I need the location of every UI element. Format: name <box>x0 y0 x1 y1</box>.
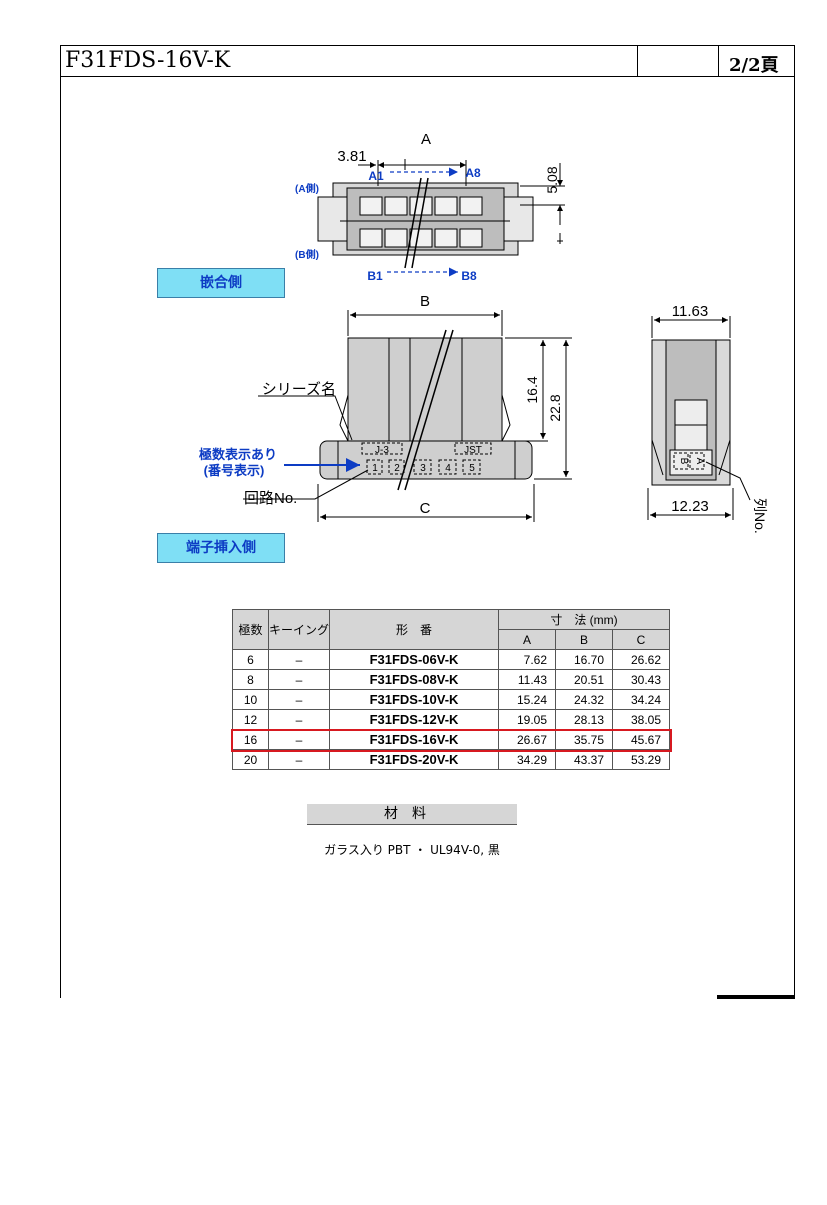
col-model: 形 番 <box>329 609 499 650</box>
circuit-number: 3 <box>420 463 426 474</box>
cell-keying: – <box>268 749 330 770</box>
col-b: B <box>555 629 613 650</box>
cell-poles: 20 <box>232 749 269 770</box>
cell-b: 28.13 <box>555 709 613 730</box>
cell-model: F31FDS-20V-K <box>329 749 499 770</box>
dim-22-8-label: 22.8 <box>547 394 563 421</box>
cell-keying: – <box>268 649 330 670</box>
cell-b: 43.37 <box>555 749 613 770</box>
circuit-number: 4 <box>445 463 451 474</box>
dim-16-4-label: 16.4 <box>524 376 540 403</box>
col-a: A <box>498 629 556 650</box>
cell-b: 20.51 <box>555 669 613 690</box>
cell-c: 45.67 <box>612 729 670 750</box>
pole-display-label: 極数表示あり <box>198 447 277 462</box>
cell-c: 53.29 <box>612 749 670 770</box>
pin-b8-label: B8 <box>461 269 477 283</box>
side-a-label: (A側) <box>295 182 319 195</box>
number-display-label: (番号表示) <box>204 463 265 478</box>
cell-model: F31FDS-12V-K <box>329 709 499 730</box>
material-spec: ガラス入り PBT ・ UL94V-0, 黒 <box>324 843 500 857</box>
row-b-marking: B <box>678 458 689 465</box>
dim-11-63-label: 11.63 <box>672 303 708 320</box>
cell-c: 34.24 <box>612 689 670 710</box>
jst-marking: JST <box>464 445 482 456</box>
cell-c: 38.05 <box>612 709 670 730</box>
cell-poles: 6 <box>232 649 269 670</box>
cell-a: 7.62 <box>498 649 556 670</box>
circuit-no-label: 回路No. <box>244 490 297 507</box>
cell-keying: – <box>268 689 330 710</box>
cell-model: F31FDS-08V-K <box>329 669 499 690</box>
cell-b: 24.32 <box>555 689 613 710</box>
circuit-number: 5 <box>469 463 475 474</box>
col-poles: 極数 <box>232 609 269 650</box>
material-heading: 材料 <box>307 804 517 825</box>
pin-row-arrows <box>387 167 458 277</box>
row-no-label: 列No. <box>752 498 768 534</box>
row-a-marking: A <box>694 458 705 465</box>
cell-poles: 10 <box>232 689 269 710</box>
selected-row-highlight <box>231 729 672 752</box>
page-number: 2/2頁 <box>729 55 779 76</box>
cell-b: 16.70 <box>555 649 613 670</box>
series-name-label: シリーズ名 <box>262 381 336 398</box>
col-dims: 寸 法 (mm) <box>498 609 670 630</box>
cell-a: 15.24 <box>498 689 556 710</box>
header-divider <box>637 46 638 76</box>
dim-a-label: A <box>421 131 431 148</box>
dim-c-label: C <box>420 500 431 517</box>
title-block: F31FDS-16V-K 2/2頁 <box>60 45 795 77</box>
pitch-label: 3.81 <box>337 148 366 165</box>
mating-side-badge: 嵌合側 <box>157 268 285 298</box>
drawing-sheet-frame <box>60 45 795 998</box>
pin-b1-label: B1 <box>367 269 383 283</box>
side-view <box>647 316 751 520</box>
cell-a: 11.43 <box>498 669 556 690</box>
pin-a1-label: A1 <box>368 169 384 183</box>
cell-c: 30.43 <box>612 669 670 690</box>
cell-poles: 12 <box>232 709 269 730</box>
cell-keying: – <box>268 669 330 690</box>
cell-keying: – <box>268 709 330 730</box>
part-number-title: F31FDS-16V-K <box>65 48 231 73</box>
footer-mark <box>717 995 795 999</box>
j3-marking: J-3 <box>375 445 389 456</box>
front-view <box>243 310 572 522</box>
cell-a: 34.29 <box>498 749 556 770</box>
cell-c: 26.62 <box>612 649 670 670</box>
dim-b-label: B <box>420 293 430 310</box>
dim-5-08-label: 5.08 <box>544 166 560 193</box>
cell-a: 19.05 <box>498 709 556 730</box>
col-c: C <box>612 629 670 650</box>
pin-a8-label: A8 <box>465 166 481 180</box>
cell-poles: 8 <box>232 669 269 690</box>
header-divider <box>718 46 719 76</box>
dimension-table: 極数 キーイング 形 番 寸 法 (mm) A B C 6–F31FDS-06V… <box>232 609 670 770</box>
dim-12-23-label: 12.23 <box>671 498 709 515</box>
side-b-label: (B側) <box>295 248 319 261</box>
cell-model: F31FDS-10V-K <box>329 689 499 710</box>
circuit-number: 2 <box>394 463 400 474</box>
terminal-insertion-side-badge: 端子挿入側 <box>157 533 285 563</box>
cell-model: F31FDS-06V-K <box>329 649 499 670</box>
mating-side-view <box>317 159 565 269</box>
col-keying: キーイング <box>268 609 330 650</box>
circuit-number: 1 <box>372 463 378 474</box>
